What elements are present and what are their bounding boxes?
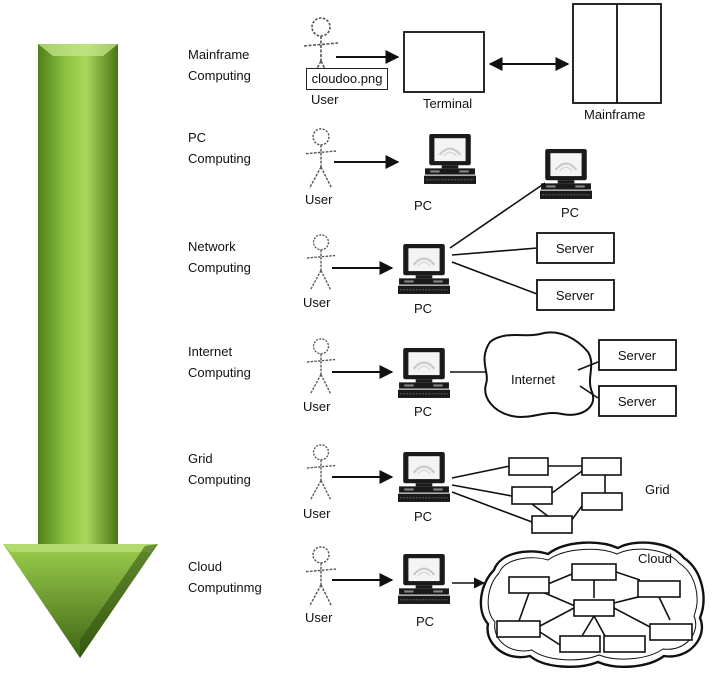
grid-links <box>451 465 606 523</box>
pc-label: PC <box>414 509 433 524</box>
grid-label: Grid <box>645 482 670 497</box>
pc-icon <box>538 147 594 200</box>
user-figure-icon <box>306 338 336 396</box>
grid-node-box <box>531 515 573 534</box>
file-name-tag: cloudoo.png <box>306 68 388 90</box>
link-line <box>579 385 599 399</box>
pc-label: PC <box>414 404 433 419</box>
pc-icon <box>396 347 452 399</box>
cloud-node-box <box>573 599 615 617</box>
pc-icon <box>396 451 452 503</box>
cloud-node-box <box>649 623 693 641</box>
row-label-line: Computing <box>188 365 251 380</box>
row-label-line: Internet <box>188 344 233 359</box>
grid-node-box <box>581 457 622 476</box>
row-label-line: PC <box>188 130 207 145</box>
internet-cloud-shape <box>483 331 595 418</box>
server-label: Server <box>618 394 657 409</box>
server-label: Server <box>556 288 595 303</box>
server-box <box>598 339 677 371</box>
row-cloud <box>305 541 705 668</box>
user-label: User <box>311 92 339 107</box>
server-box <box>536 279 615 311</box>
user-label: User <box>303 399 331 414</box>
pc-label: PC <box>414 198 433 213</box>
grid-node-box <box>508 457 549 476</box>
grid-node-box <box>581 492 623 511</box>
user-label: User <box>305 610 333 625</box>
server-label: Server <box>618 348 657 363</box>
row-label-mainframe: Mainframe Computing <box>188 44 298 86</box>
row-label-line: Computing <box>188 472 251 487</box>
pc-icon <box>422 132 478 185</box>
grid-node-box <box>511 486 553 505</box>
pc-label: PC <box>561 205 580 220</box>
pc-icon <box>396 242 452 295</box>
timeline-arrow <box>3 44 158 658</box>
row-label-line: Computing <box>188 68 251 83</box>
cloud-node-box <box>571 563 617 581</box>
row-label-line: Network <box>188 239 236 254</box>
cloud-label: Cloud <box>638 551 672 566</box>
row-label-line: Mainframe <box>188 47 250 62</box>
server-box <box>598 385 677 417</box>
link-line <box>449 182 546 249</box>
row-internet <box>306 331 677 418</box>
row-label-pc: PC Computing <box>188 127 298 169</box>
terminal-label: Terminal <box>423 96 473 111</box>
user-label: User <box>305 192 333 207</box>
terminal-box <box>403 31 485 93</box>
internet-label: Internet <box>511 372 555 387</box>
cloud-node-box <box>603 635 646 653</box>
server-label: Server <box>556 241 595 256</box>
user-figure-icon <box>305 546 337 608</box>
row-pc <box>305 128 478 190</box>
pc-icon <box>396 552 452 606</box>
link-line <box>451 261 538 295</box>
row-network <box>306 147 615 311</box>
user-label: User <box>303 295 331 310</box>
row-mainframe <box>303 3 662 104</box>
row-label-internet: Internet Computing <box>188 341 298 383</box>
row-label-network: Network Computing <box>188 236 298 278</box>
row-label-line: Computinmg <box>188 580 262 595</box>
user-figure-icon <box>306 444 336 502</box>
user-figure-icon <box>306 234 336 292</box>
cloud-node-box <box>559 635 601 653</box>
link-line <box>577 361 599 371</box>
row-label-grid: Grid Computing <box>188 448 298 490</box>
pc-label: PC <box>416 614 435 629</box>
row-label-line: Grid <box>188 451 213 466</box>
row-label-line: Computing <box>188 151 251 166</box>
cloud-node-box <box>496 620 541 638</box>
server-box <box>536 232 615 264</box>
user-label: User <box>303 506 331 521</box>
cloud-node-box <box>508 576 550 594</box>
row-label-line: Cloud <box>188 559 222 574</box>
row-label-line: Computing <box>188 260 251 275</box>
row-grid <box>306 444 623 534</box>
row-label-cloud: Cloud Computinmg <box>188 556 298 598</box>
user-figure-icon <box>305 128 337 190</box>
mainframe-label: Mainframe <box>584 107 646 122</box>
link-line <box>451 247 538 256</box>
pc-label: PC <box>414 301 433 316</box>
cloud-node-box <box>637 580 681 598</box>
